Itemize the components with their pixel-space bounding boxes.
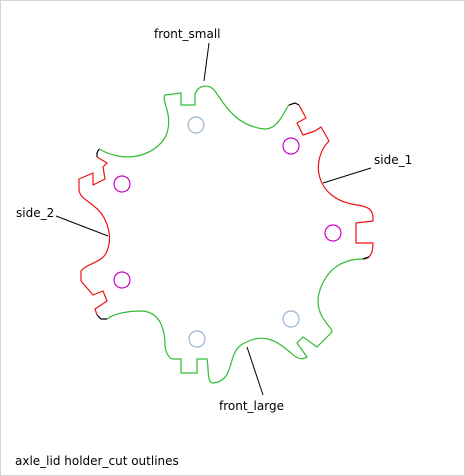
join-segment-bottom-left: [96, 314, 107, 320]
join-segment-right: [362, 256, 370, 260]
leader-front-small: [203, 42, 210, 82]
leader-front-large: [246, 346, 264, 396]
hole-top: [187, 116, 205, 134]
side-1-outline: [296, 104, 374, 260]
front-large-outline: [106, 258, 364, 384]
join-segment-top-left: [96, 148, 100, 157]
leader-side-2: [55, 215, 109, 237]
hole-left-lower: [113, 271, 131, 289]
hole-left-upper: [113, 175, 131, 193]
label-front-large: front_large: [219, 399, 284, 413]
hole-top-right: [282, 137, 300, 155]
label-side-2: side_2: [16, 206, 54, 220]
label-side-1: side_1: [374, 153, 412, 167]
diagram-caption: axle_lid holder_cut outlines: [15, 454, 179, 468]
hole-bottom: [188, 330, 206, 348]
leader-side-1: [322, 167, 372, 184]
hole-bottom-right: [282, 310, 300, 328]
join-segment-top-right: [288, 102, 300, 106]
label-front-small: front_small: [154, 27, 221, 41]
hole-right: [324, 224, 342, 242]
side-2-outline: [78, 156, 111, 316]
front-small-outline: [98, 85, 290, 158]
